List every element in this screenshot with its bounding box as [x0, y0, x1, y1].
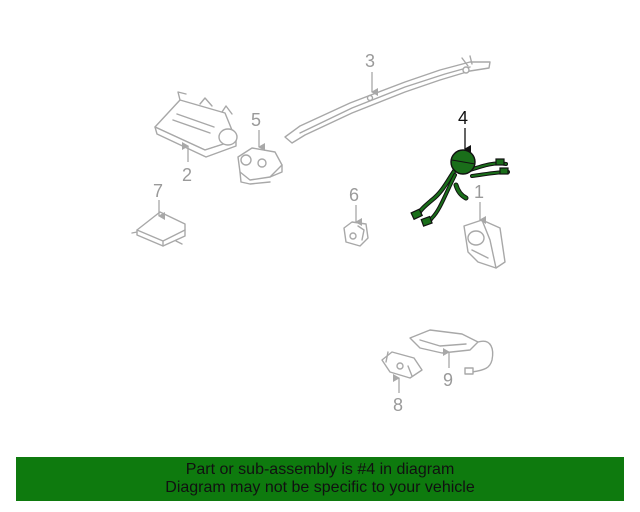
part-5-bracket[interactable] — [237, 147, 283, 185]
info-banner: Part or sub-assembly is #4 in diagram Di… — [16, 457, 624, 501]
callout-2: 2 — [182, 165, 192, 185]
callout-4: 4 — [458, 108, 468, 128]
parts-diagram: 3 2 5 7 6 — [131, 51, 510, 415]
part-8-sensor-bracket[interactable] — [381, 351, 423, 379]
callout-8: 8 — [393, 395, 403, 415]
banner-line-disclaimer: Diagram may not be specific to your vehi… — [165, 479, 475, 496]
part-2-passenger-airbag[interactable] — [154, 91, 238, 158]
callout-1: 1 — [474, 182, 484, 202]
callout-3: 3 — [365, 51, 375, 71]
part-6-impact-sensor[interactable] — [343, 221, 369, 247]
callout-7: 7 — [153, 181, 163, 201]
banner-line-part-info: Part or sub-assembly is #4 in diagram — [185, 461, 455, 478]
callout-6: 6 — [349, 185, 359, 205]
part-9-occupant-sensor[interactable] — [409, 329, 494, 375]
part-1-retractor[interactable] — [463, 219, 506, 269]
part-3-curtain-airbag[interactable] — [284, 55, 491, 144]
callout-5: 5 — [251, 110, 261, 130]
part-7-control-module[interactable] — [131, 211, 186, 247]
part-4-highlighted-harness[interactable] — [410, 149, 510, 227]
callout-9: 9 — [443, 370, 453, 390]
